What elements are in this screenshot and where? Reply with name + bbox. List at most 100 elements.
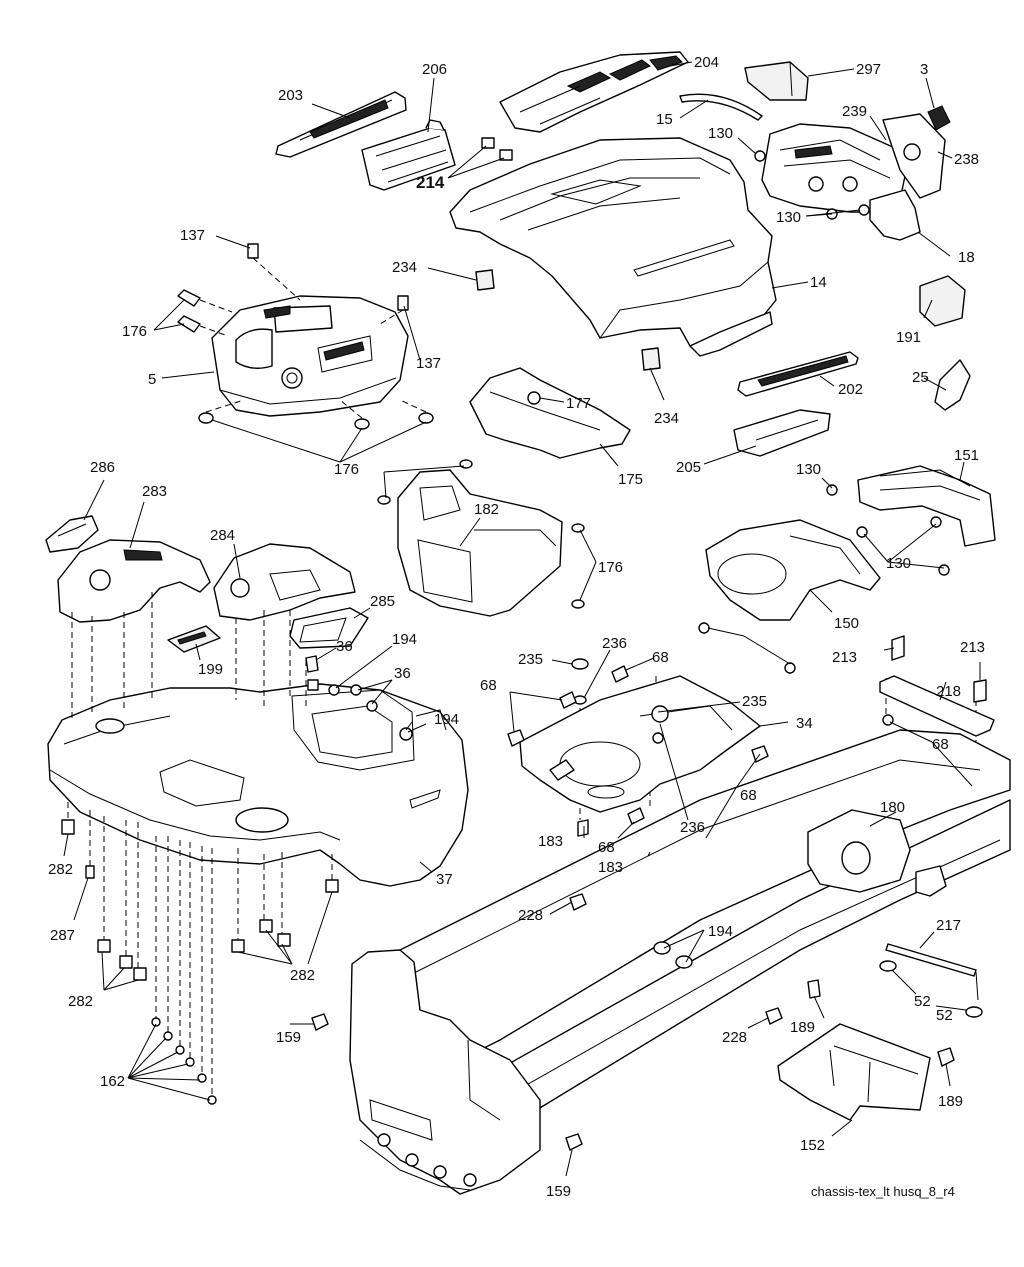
part-286-pad [45,515,99,553]
part-label: 177 [566,395,591,412]
part-label: 18 [958,249,975,266]
part-label: 68 [480,677,497,694]
part-label: 68 [652,649,669,666]
part-label: 130 [776,209,801,226]
part-label: 68 [740,787,757,804]
part-label: 36 [394,665,411,682]
part-284-cover [213,543,356,621]
part-287-clip [85,865,95,879]
part-label: 151 [954,447,979,464]
part-label: 175 [618,471,643,488]
part-label: 159 [546,1183,571,1200]
part-label: 130 [708,125,733,142]
part-label: 206 [422,61,447,78]
part-label: 194 [392,631,417,648]
part-14-hood [449,137,777,357]
part-152-guard [777,979,955,1121]
part-285-frame [289,607,369,649]
part-label: 194 [434,711,459,728]
part-label: 52 [914,993,931,1010]
part-34-plate [519,675,761,813]
part-label: 239 [842,103,867,120]
part-label: 150 [834,615,859,632]
part-label: 214 [416,173,445,192]
part-label: 205 [676,459,701,476]
part-238-dash-panel [761,113,946,213]
part-label: 238 [954,151,979,168]
part-label: 189 [938,1093,963,1110]
part-130-bolts [698,150,950,674]
part-label: 204 [694,54,719,71]
part-label: 234 [654,410,679,427]
part-25-clip [934,359,971,411]
part-label: 218 [936,683,961,700]
part-labels: 203 206 204 297 3 15 130 239 238 214 130… [48,54,985,1200]
part-297-cap [744,61,809,101]
part-label: 285 [370,593,395,610]
part-206-panel [361,119,456,191]
part-180-frame [379,729,1011,1131]
part-label: 194 [708,923,733,940]
part-label: 130 [886,555,911,572]
part-5-dash-tower [211,295,409,417]
part-202-grille [737,351,859,397]
part-label: 37 [436,871,453,888]
part-label: 286 [90,459,115,476]
part-label: 282 [48,861,73,878]
part-label: 236 [680,819,705,836]
part-label: 3 [920,61,928,78]
part-label: 176 [122,323,147,340]
part-label: 282 [290,967,315,984]
part-label: 287 [50,927,75,944]
part-282-clips [61,819,339,981]
part-rear-frame-plate [349,949,541,1195]
part-182-console [397,469,563,617]
part-15-trim [679,93,763,121]
part-175-bracket [469,367,631,459]
part-36-194-fasteners [305,655,413,741]
part-label: 137 [416,355,441,372]
part-label: 191 [896,329,921,346]
part-label: 36 [336,638,353,655]
part-label: 183 [598,859,623,876]
part-label: 235 [518,651,543,668]
part-label: 213 [960,639,985,656]
part-150-cover [705,519,881,621]
part-194-nuts [653,941,693,969]
part-label: 297 [856,61,881,78]
part-label: 25 [912,369,929,386]
part-label: 15 [656,111,673,128]
part-label: 234 [392,259,417,276]
part-137-pins [247,243,409,325]
part-label: 236 [602,635,627,652]
part-label: 52 [936,1007,953,1024]
part-label: 68 [932,736,949,753]
part-label: 130 [796,461,821,478]
part-label: 182 [474,501,499,518]
part-217-rod [879,943,983,1018]
part-191-cap [919,275,966,327]
part-label: 202 [838,381,863,398]
leader-lines [63,61,981,1177]
part-176-grommets [177,289,585,609]
part-label: 282 [68,993,93,1010]
part-228-bolts [569,893,783,1025]
part-214-clips [481,137,513,161]
part-label: 183 [538,833,563,850]
part-label: 283 [142,483,167,500]
part-label: 68 [598,839,615,856]
part-283-cover [57,539,211,623]
part-label: 159 [276,1029,301,1046]
part-151-bracket [857,465,996,547]
part-label: 162 [100,1073,125,1090]
part-label: 176 [598,559,623,576]
part-label: 203 [278,87,303,104]
part-37-fender [47,683,469,887]
part-label: 176 [334,461,359,478]
part-label: 228 [518,907,543,924]
part-label: 137 [180,227,205,244]
part-label: 180 [880,799,905,816]
part-18-bracket [869,189,921,241]
part-199-label [167,625,221,653]
